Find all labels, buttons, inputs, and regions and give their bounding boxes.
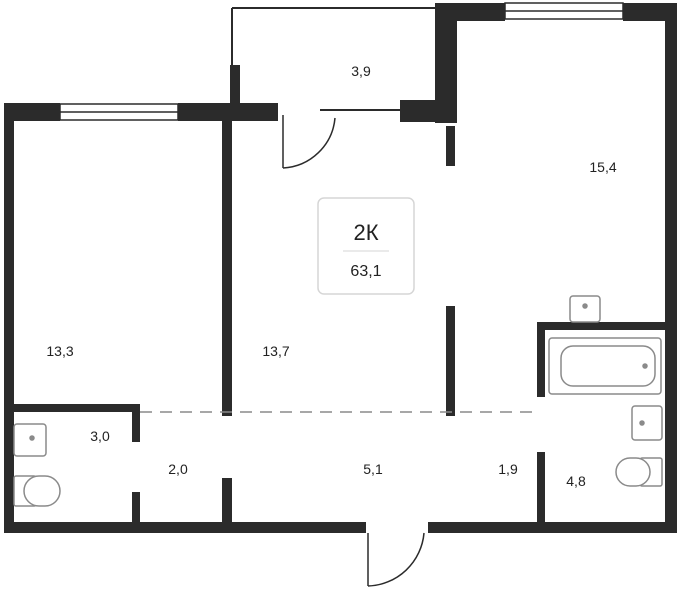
room-balcony-area: 3,9 (351, 63, 371, 79)
wc-sink-icon (13, 423, 47, 457)
bathroom-sink-icon (631, 405, 663, 441)
room-labels: 3,9 15,4 13,3 13,7 3,0 2,0 5,1 1,9 4,8 (46, 63, 616, 489)
walls (4, 3, 677, 533)
windows (59, 2, 624, 121)
room-hall-small-area: 2,0 (168, 461, 188, 477)
area-badge: 2К 63,1 (317, 197, 415, 295)
sink-icon (569, 295, 601, 323)
room-kitchen-area: 15,4 (589, 159, 616, 175)
apartment-type: 2К (353, 220, 378, 245)
room-bathroom-area: 4,8 (566, 473, 586, 489)
total-area: 63,1 (350, 263, 381, 280)
room-bedroom-left-area: 13,3 (46, 343, 73, 359)
doors (282, 115, 425, 587)
room-bedroom-center-area: 13,7 (262, 343, 289, 359)
thin-walls (231, 7, 440, 111)
room-corridor-area: 5,1 (363, 461, 383, 477)
room-wc-area: 3,0 (90, 428, 110, 444)
room-hall-right-area: 1,9 (498, 461, 518, 477)
fixtures (13, 295, 663, 507)
